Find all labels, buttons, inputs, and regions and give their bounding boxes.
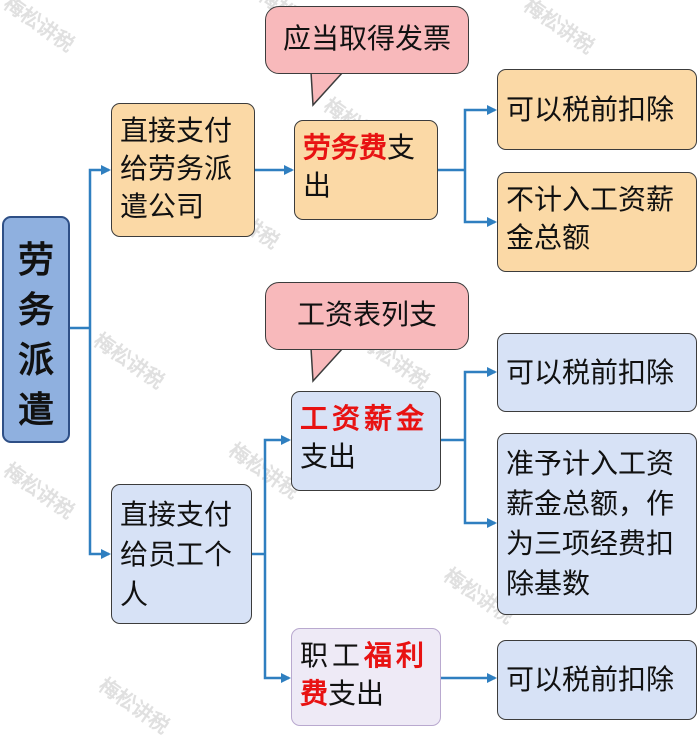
node-prefix: 职工	[300, 639, 365, 672]
root-char: 派	[17, 340, 54, 381]
node-suffix: 支出	[303, 131, 416, 202]
leaf-text: 可以税前扣除	[506, 663, 675, 696]
node-suffix: 支出	[328, 677, 385, 710]
leaf-deductible: 可以税前扣除	[497, 333, 697, 412]
highlight-text: 劳务费	[303, 131, 388, 164]
leaf-text: 不计入工资薪金总额	[506, 183, 675, 254]
connector-root-b2	[88, 328, 111, 559]
connector-b2-node2	[263, 554, 291, 683]
root-node-labor-dispatch: 劳 务 派 遣	[2, 216, 70, 443]
branch-label: 直接支付给员工个人	[120, 498, 233, 611]
highlight-text: 费	[300, 677, 329, 710]
leaf-text: 可以税前扣除	[506, 93, 675, 126]
connector-b1-leaf2	[463, 170, 497, 227]
highlight-text: 福利	[364, 639, 429, 672]
node-labor-fee: 劳务费支出	[294, 120, 438, 220]
leaf-text: 可以税前扣除	[506, 356, 675, 389]
leaf-deductible: 可以税前扣除	[497, 640, 697, 720]
callout-invoice: 应当取得发票	[265, 6, 469, 107]
branch-label: 直接支付给劳务派遣公司	[120, 114, 233, 223]
leaf-deductible: 可以税前扣除	[497, 69, 697, 150]
connector-b2-node1	[263, 435, 291, 554]
connector-root-b1	[88, 165, 111, 328]
root-char: 遣	[17, 390, 54, 431]
branch-pay-dispatch-company: 直接支付给劳务派遣公司	[111, 103, 255, 237]
root-char: 劳	[17, 240, 54, 281]
connector-b2n1-leaf2	[463, 440, 497, 528]
leaf-salary-total-base: 准予计入工资薪金总额，作为三项经费扣除基数	[497, 433, 697, 615]
callout-text: 应当取得发票	[265, 6, 469, 74]
connector-b1-leaf1	[463, 105, 497, 170]
connector-b2n1-leaf1	[463, 367, 497, 440]
leaf-text: 准予计入工资薪金总额，作为三项经费扣除基数	[506, 447, 675, 600]
root-char: 务	[17, 290, 54, 331]
callout-text: 工资表列支	[265, 282, 469, 350]
node-salary: 工资薪金 支出	[291, 391, 441, 491]
highlight-text: 工资薪金	[300, 402, 429, 435]
leaf-not-in-salary-total: 不计入工资薪金总额	[497, 172, 697, 272]
node-suffix: 支出	[300, 440, 357, 473]
callout-payroll: 工资表列支	[265, 282, 469, 383]
branch-pay-employee: 直接支付给员工个人	[111, 484, 252, 624]
node-welfare-fee: 职工福利 费支出	[291, 628, 441, 726]
